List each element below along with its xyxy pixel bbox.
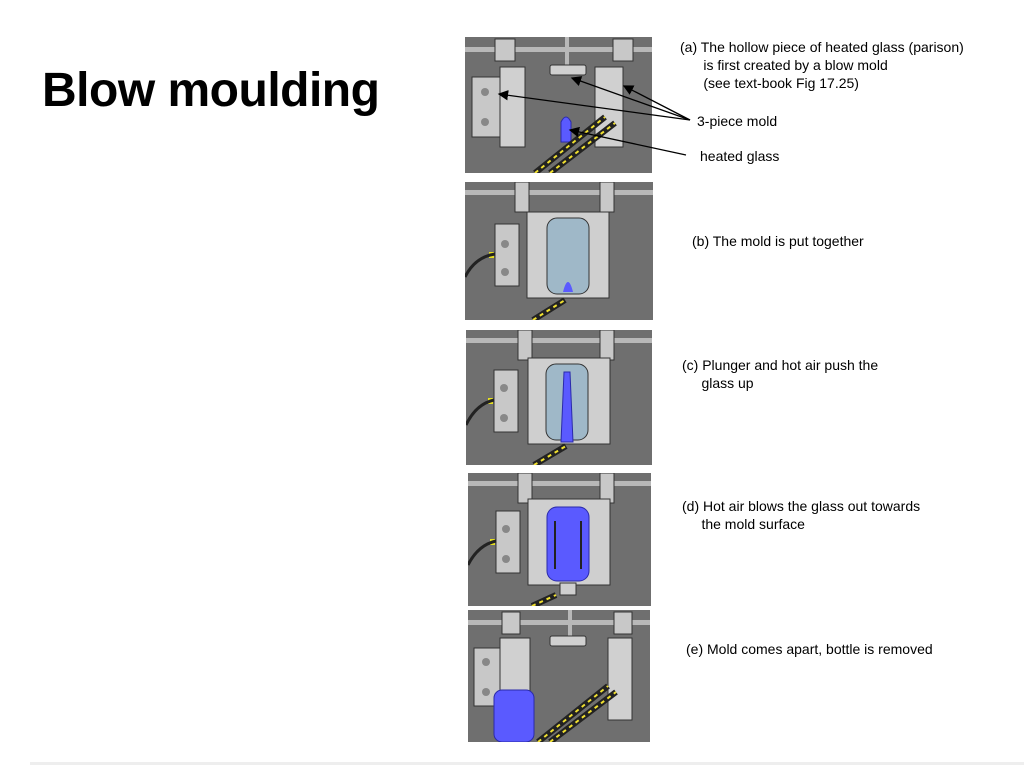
plunger-push-illustration — [466, 330, 652, 465]
step-b-caption: (b) The mold is put together — [692, 233, 864, 249]
step-d-caption: (d) Hot air blows the glass out towards … — [682, 498, 921, 532]
diagram-panel-d — [468, 473, 651, 606]
slide-footer-rule — [30, 762, 1024, 765]
blow-out-illustration — [468, 473, 651, 606]
step-a-caption: (a) The hollow piece of heated glass (pa… — [680, 39, 964, 91]
heated-glass-label: heated glass — [700, 148, 780, 164]
slide-title: Blow moulding — [42, 64, 380, 117]
three-piece-mold-label: 3-piece mold — [697, 113, 778, 129]
bottle-removed-illustration — [468, 610, 650, 742]
diagram-panel-b — [465, 182, 653, 320]
diagram-panel-c — [466, 330, 652, 465]
diagram-panel-a — [465, 37, 652, 173]
mold-open-illustration — [465, 37, 652, 173]
diagram-panel-e — [468, 610, 650, 742]
step-c-caption: (c) Plunger and hot air push the glass u… — [682, 357, 879, 391]
step-e-caption: (e) Mold comes apart, bottle is removed — [686, 641, 933, 657]
mold-closed-illustration — [465, 182, 653, 320]
